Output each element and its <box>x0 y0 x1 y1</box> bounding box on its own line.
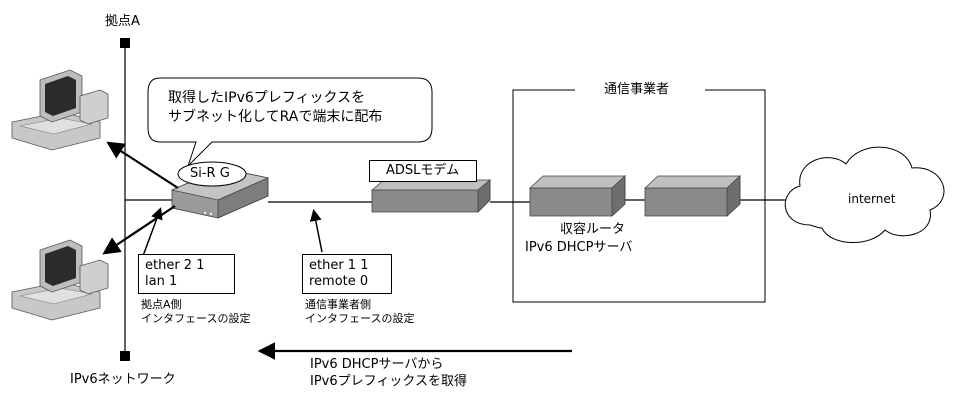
wan-interface-box: ether 1 1 remote 0 <box>302 254 392 294</box>
carrier-router-line-1: 収容ルータ <box>560 222 626 237</box>
callout-line-1: 取得したIPv6プレフィックスを <box>168 90 366 106</box>
modem-label: ADSLモデム <box>369 160 477 182</box>
wan-if-line-2: remote 0 <box>309 274 369 289</box>
adsl-modem <box>370 179 492 213</box>
carrier-router-line-2: IPv6 DHCPサーバ <box>525 240 633 255</box>
wan-if-line-1: ether 1 1 <box>309 258 369 273</box>
lan-if-caption-1: 拠点A側 <box>141 298 182 311</box>
network-line-top-terminator <box>120 38 130 48</box>
carrier-boundary <box>512 89 766 303</box>
ra-arrow-bottom <box>102 205 176 255</box>
callout-bubble <box>147 77 433 167</box>
carrier-router-2 <box>643 175 742 217</box>
lan-if-line-1: ether 2 1 <box>145 258 205 273</box>
prefix-note-line-2: IPv6プレフィックスを取得 <box>310 374 467 389</box>
lan-interface-box: ether 2 1 lan 1 <box>138 254 235 294</box>
site-label: 拠点A <box>105 14 140 29</box>
lan-if-line-2: lan 1 <box>145 274 178 289</box>
router-label-ellipse <box>177 161 247 187</box>
network-label: IPv6ネットワーク <box>70 372 176 387</box>
carrier-label: 通信事業者 <box>600 82 674 98</box>
lan-if-caption-2: インタフェースの設定 <box>141 312 251 325</box>
internet-cloud <box>784 146 945 243</box>
ra-arrow-top <box>106 141 179 189</box>
pc-bottom <box>11 239 109 321</box>
wan-if-pointer <box>309 209 323 253</box>
lan-if-pointer <box>142 207 163 257</box>
internet-label: internet <box>848 192 896 206</box>
wan-if-caption-2: インタフェースの設定 <box>305 312 415 325</box>
router-label: Si-R G <box>190 166 230 181</box>
pc-top <box>11 69 109 151</box>
network-line-bottom-terminator <box>120 351 130 361</box>
callout-line-2: サブネット化してRAで端末に配布 <box>168 109 383 125</box>
carrier-router-1 <box>528 175 627 217</box>
wan-if-caption-1: 通信事業者側 <box>305 298 371 311</box>
prefix-note-line-1: IPv6 DHCPサーバから <box>310 357 444 372</box>
